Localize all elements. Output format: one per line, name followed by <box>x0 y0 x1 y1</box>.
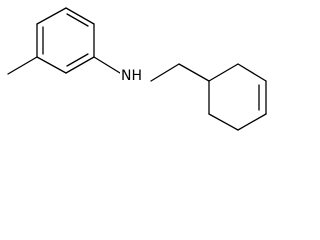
cyclohexene-ring <box>208 63 267 131</box>
benzene-ring <box>36 7 95 74</box>
ring-bond-6 <box>36 7 67 25</box>
molecule-structure <box>7 7 267 131</box>
cyclohexene-bond-4 <box>237 113 267 131</box>
aryl-n-bond <box>93 56 121 74</box>
n-ch2-bond <box>150 63 180 82</box>
ring-double-bond-2 <box>66 53 89 67</box>
cyclohexene-bond-2 <box>237 63 267 82</box>
ring-bond-4 <box>36 56 67 74</box>
cyclohexene-bond-1 <box>208 63 239 82</box>
ring-bond-1 <box>65 7 95 25</box>
nitrogen-atom-label: NH <box>120 68 143 84</box>
ring-double-bond-1 <box>66 13 89 27</box>
ch2-ring-bond <box>178 63 210 82</box>
methyl-bond <box>7 56 38 75</box>
cyclohexene-bond-5 <box>208 113 239 131</box>
ring-bond-3 <box>65 56 95 74</box>
